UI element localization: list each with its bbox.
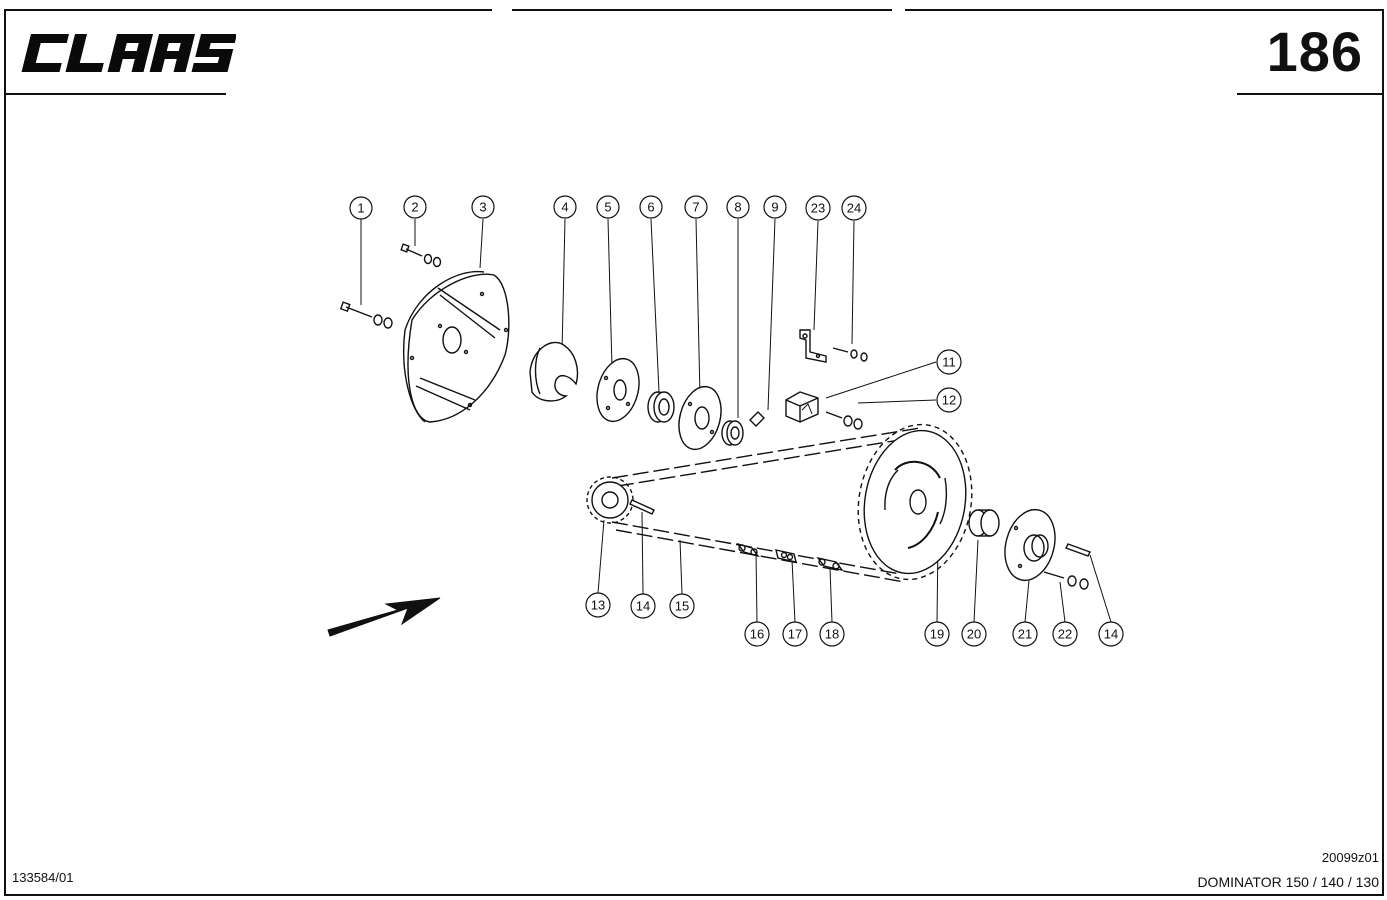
bearing-6 [647, 391, 675, 423]
header-rule-right [1237, 93, 1384, 95]
svg-text:17: 17 [788, 627, 802, 642]
pin-14-right [1065, 543, 1091, 557]
chain-link-18 [816, 556, 844, 572]
top-border-right [905, 9, 1383, 11]
callout-16: 16 [744, 621, 770, 647]
callout-15: 15 [669, 593, 695, 619]
callout-9: 9 [763, 195, 787, 219]
bracket-23 [799, 329, 827, 363]
model-designation: DOMINATOR 150 / 140 / 130 [1197, 874, 1379, 890]
callout-7: 7 [684, 195, 708, 219]
callout-20: 20 [961, 621, 987, 647]
svg-text:12: 12 [942, 393, 956, 408]
callout-1: 1 [349, 196, 373, 220]
direction-arrow [327, 597, 441, 637]
svg-text:23: 23 [811, 201, 825, 216]
claas-logo [21, 34, 236, 72]
header-rule-left [4, 93, 226, 95]
svg-text:15: 15 [675, 599, 689, 614]
callout-14-left: 14 [630, 593, 656, 619]
cover-plate-3 [403, 270, 510, 423]
callout-8: 8 [726, 195, 750, 219]
bolt-2 [400, 243, 442, 268]
svg-text:20: 20 [967, 627, 981, 642]
svg-text:16: 16 [750, 627, 764, 642]
svg-text:13: 13 [591, 598, 605, 613]
grease-nipple-9 [749, 411, 765, 427]
callout-11: 11 [936, 349, 962, 375]
flange-disc-5 [596, 357, 640, 423]
callout-21: 21 [1012, 621, 1038, 647]
callout-6: 6 [639, 195, 663, 219]
bottom-border [4, 894, 1384, 896]
document-code: 133584/01 [12, 870, 74, 885]
callout-5: 5 [596, 195, 620, 219]
svg-text:11: 11 [942, 355, 956, 370]
callout-12: 12 [936, 387, 962, 413]
callout-4: 4 [553, 195, 577, 219]
callout-23: 23 [805, 195, 831, 221]
svg-text:24: 24 [847, 201, 861, 216]
svg-text:21: 21 [1018, 627, 1032, 642]
left-border [4, 9, 6, 896]
large-sprocket-19 [857, 423, 973, 581]
svg-text:14: 14 [1104, 627, 1118, 642]
pin-14-left [629, 499, 655, 515]
callout-22: 22 [1052, 621, 1078, 647]
bolt-22 [1043, 571, 1089, 590]
callout-2: 2 [403, 195, 427, 219]
top-border-left [4, 9, 492, 11]
svg-text:1: 1 [357, 201, 364, 216]
leader-lines [360, 218, 1112, 623]
svg-text:3: 3 [479, 200, 486, 215]
flange-disc-7 [678, 385, 722, 451]
chain-link-16 [736, 542, 760, 558]
callout-18: 18 [819, 621, 845, 647]
svg-text:19: 19 [930, 627, 944, 642]
svg-text:14: 14 [636, 599, 650, 614]
svg-text:6: 6 [647, 200, 654, 215]
svg-text:22: 22 [1058, 627, 1072, 642]
svg-text:2: 2 [411, 200, 418, 215]
svg-text:4: 4 [561, 200, 568, 215]
callout-13: 13 [585, 592, 611, 618]
small-sprocket-13 [586, 476, 634, 524]
callouts: 1 2 3 4 5 6 7 8 9 23 24 11 12 13 14 15 1… [349, 195, 1124, 647]
bolt-12 [825, 411, 863, 430]
svg-text:7: 7 [692, 200, 699, 215]
callout-3: 3 [471, 195, 495, 219]
roller-chain-15 [611, 427, 925, 583]
callout-19: 19 [924, 621, 950, 647]
tensioner-block-11 [785, 391, 819, 423]
top-border-mid [512, 9, 892, 11]
bushing-20 [968, 509, 1000, 537]
svg-text:9: 9 [771, 200, 778, 215]
svg-text:5: 5 [604, 200, 611, 215]
ring-8 [721, 420, 744, 446]
callout-17: 17 [782, 621, 808, 647]
bolt-1 [339, 301, 393, 329]
drawing-id: 20099z01 [1321, 850, 1379, 865]
bolt-24 [832, 347, 868, 362]
hub-flange-21 [1004, 508, 1056, 582]
right-border [1382, 9, 1384, 896]
svg-text:8: 8 [734, 200, 741, 215]
half-shell-4 [529, 341, 579, 402]
chain-link-17 [775, 549, 797, 563]
page-number: 186 [1266, 20, 1363, 83]
callout-14-right: 14 [1098, 621, 1124, 647]
svg-text:18: 18 [825, 627, 839, 642]
callout-24: 24 [841, 195, 867, 221]
